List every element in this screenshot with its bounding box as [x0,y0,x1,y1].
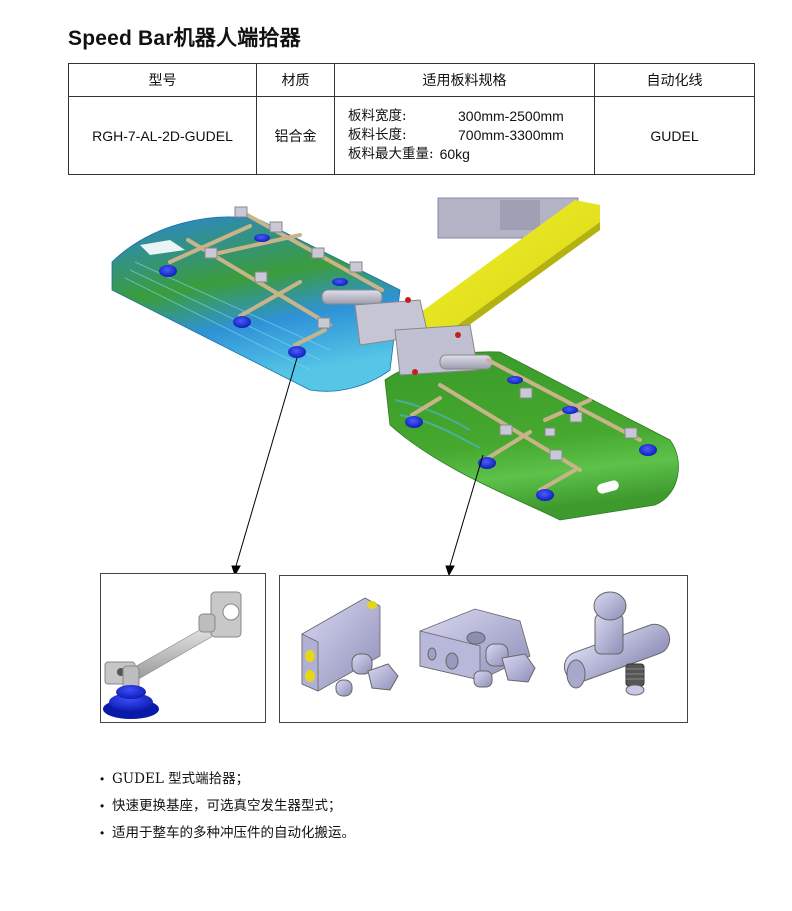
left-clamps [204,206,363,329]
header-sheet-spec: 适用板料规格 [334,63,595,97]
feature-bullets: • GUDEL 型式端拾器； • 快速更换基座，可选真空发生器型式； • 适用于… [100,766,355,847]
spec-table: 型号 材质 适用板料规格 自动化线 RGH-7-AL-2D-GUDEL 铝合金 … [68,63,755,175]
bullet-dot-icon: • [100,799,105,813]
vacuum-generator-valve-part [563,591,671,696]
spec-table-row: RGH-7-AL-2D-GUDEL 铝合金 板料宽度: 300mm-2500mm… [68,96,755,175]
bullet-text: 适用于整车的多种冲压件的自动化搬运。 [112,825,355,841]
header-model: 型号 [68,63,257,97]
cell-sheet-spec: 板料宽度: 300mm-2500mm 板料长度: 700mm-3300mm 板料… [334,96,595,175]
bullet-item: • 快速更换基座，可选真空发生器型式； [100,793,355,820]
vacuum-connector-block-part [419,608,536,688]
bullet-text: GUDEL 型式端拾器； [112,771,250,787]
bullet-dot-icon: • [100,772,105,786]
end-effector-illustration [111,197,679,577]
cell-material: 铝合金 [256,96,335,175]
spec-width: 板料宽度: 300mm-2500mm [348,107,593,126]
spec-length: 板料长度: 700mm-3300mm [348,126,593,145]
header-automation-line: 自动化线 [594,63,755,97]
spec-length-value: 700mm-3300mm [458,127,564,143]
bullet-item: • 适用于整车的多种冲压件的自动化搬运。 [100,820,355,847]
bullet-dot-icon: • [100,826,105,840]
bullet-item: • GUDEL 型式端拾器； [100,766,355,793]
spec-width-key: 板料宽度: [348,108,407,124]
spec-weight-value: 60kg [439,146,470,162]
quick-change-block-part [301,597,399,697]
left-suction-cups [159,234,348,358]
yellow-crossbar [410,200,600,352]
leader-arrows [231,357,484,577]
cell-automation-line: GUDEL [594,96,755,175]
bullet-text: 快速更换基座，可选真空发生器型式； [112,798,342,814]
vacuum-components-illustration [301,591,671,697]
spec-table-header-row: 型号 材质 适用板料规格 自动化线 [68,63,755,97]
right-clamps [499,387,638,461]
center-hub [321,289,493,376]
detail-vacuum-components-box [279,575,688,723]
right-suction-cups [405,376,657,501]
suction-arm-illustration [103,591,242,719]
cell-model: RGH-7-AL-2D-GUDEL [68,96,257,175]
spec-weight-key: 板料最大重量: [348,146,434,162]
page-title: Speed Bar机器人端拾器 [68,27,301,50]
spec-length-key: 板料长度: [348,127,407,143]
detail-suction-arm-box [100,573,266,723]
header-material: 材质 [256,63,335,97]
spec-weight: 板料最大重量: 60kg [348,145,593,164]
spec-width-value: 300mm-2500mm [458,108,564,124]
